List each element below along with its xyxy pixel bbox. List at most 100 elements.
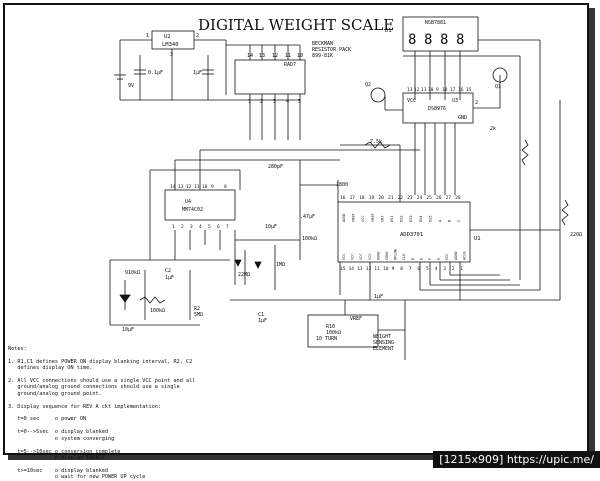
- u1-pin-label: VREF: [371, 213, 375, 222]
- u4-pin: 12: [186, 184, 192, 190]
- u1-pin: 27: [446, 195, 452, 201]
- u1-pin: 18: [359, 195, 365, 201]
- sensing-line2: SENSING: [373, 340, 394, 346]
- cap-280pf: 280pF: [268, 164, 283, 170]
- u1-pin-label: VREF: [352, 213, 356, 222]
- r-1m: 1MΩ: [276, 262, 285, 268]
- cap-10uf-a: 10µF: [265, 224, 277, 230]
- u1-pin-label: B: [448, 220, 452, 222]
- u1-pin: 3: [443, 266, 446, 272]
- u1-pin-label: DS1: [390, 216, 394, 223]
- u4-pin: 11: [194, 184, 200, 190]
- pack-pin: 12: [272, 53, 278, 59]
- u1-pin-label: AGND: [454, 251, 458, 260]
- u4-box: [164, 189, 236, 221]
- u1-pin: 4: [435, 266, 438, 272]
- r-2k: 2k: [490, 126, 496, 132]
- u1-pin-label: VCC: [342, 254, 346, 261]
- u1-pin: 23: [407, 195, 413, 201]
- u1-pin-label: A: [438, 219, 442, 222]
- u1-pin: 1: [460, 266, 463, 272]
- resistor-pack-box: [234, 59, 306, 95]
- pack-pin: 1: [248, 99, 251, 105]
- u1-pin: 24: [417, 195, 423, 201]
- cap-0.1uf: 0.1µF: [148, 70, 163, 76]
- q1-label: Q1: [495, 84, 501, 90]
- schematic: DIGITAL WEIGHT SCALE U2 LM340 1 3 2 9V 0…: [109, 16, 582, 360]
- r-220: 220Ω: [570, 232, 582, 238]
- u1-part: ADD3701: [400, 232, 423, 238]
- u1-pin: 8: [400, 266, 403, 272]
- u3-pin: 15: [466, 87, 472, 93]
- u1-pin-label: D: [411, 258, 415, 260]
- u3-pin: 13: [407, 87, 413, 93]
- u3-part: DS8976: [428, 106, 446, 112]
- u1-pin-label: VCC: [445, 254, 449, 261]
- u2-part: LM340: [162, 42, 179, 48]
- u1-pin: 13: [357, 266, 363, 272]
- u2-pin-2: 2: [196, 33, 199, 39]
- u2-pin-3: 3: [170, 52, 173, 58]
- u1-ref: U1: [474, 236, 481, 242]
- notes-text: Notes: 1. R1,C1 defines POWER ON display…: [8, 346, 196, 481]
- u1-pin-label: AGND: [342, 213, 346, 222]
- u3-pin: 17: [450, 87, 456, 93]
- frame-shadow-bottom: [8, 455, 595, 460]
- pack-pin: 14: [247, 53, 253, 59]
- display-digit: 8: [424, 32, 432, 48]
- r-22m: 22MΩ: [238, 272, 250, 278]
- u3-pin: 11: [421, 87, 427, 93]
- u1-pin-label: ACLK: [462, 251, 466, 260]
- u3-pin-2: 2: [475, 100, 478, 106]
- u3-pin: 12: [414, 87, 420, 93]
- u4-pin: 9: [211, 184, 214, 190]
- u4-pin: 3: [190, 224, 193, 230]
- u4-pin: 4: [199, 224, 202, 230]
- pack-pin: 4: [286, 99, 289, 105]
- pack-line1: BECKMAN: [312, 41, 333, 47]
- u1-pin-label: VCC: [359, 254, 363, 261]
- cap-10uf-b: 10µF: [122, 327, 134, 333]
- r-1800: 1800: [336, 182, 348, 188]
- u4-pin: 6: [217, 224, 220, 230]
- diagram-frame: [3, 3, 589, 455]
- u4-pin: 7: [226, 224, 229, 230]
- r-7.5k: 7.5k: [370, 139, 382, 145]
- u3-pin: 10: [428, 87, 434, 93]
- u4-pin: 2: [181, 224, 184, 230]
- cap-1uf-b: 1µF: [374, 294, 383, 300]
- u1-pin-label: DS5: [428, 216, 432, 223]
- r2-val: 5MΩ: [194, 312, 203, 318]
- u1-pin: 22: [398, 195, 404, 201]
- sensing-box: [307, 314, 379, 348]
- u1-pin: 12: [366, 266, 372, 272]
- pack-pin: 13: [259, 53, 265, 59]
- u1-pin-label: CNT: [380, 215, 384, 222]
- pack-line2: RESISTOR PACK: [312, 47, 351, 53]
- u1-pin-label: F: [428, 258, 432, 260]
- u1-pin-label: E: [419, 258, 423, 260]
- u4-part: MM74C02: [182, 207, 203, 213]
- cap-0.47uf: .47µF: [300, 214, 315, 220]
- u1-pin-label: DS3: [409, 216, 413, 223]
- image-caption: [1215x909] https://upic.me/: [433, 451, 600, 468]
- u1-pin: 19: [369, 195, 375, 201]
- u3-gnd: GND: [458, 115, 467, 121]
- sensing-line3: ELEMENT: [373, 346, 394, 352]
- pack-pin: 5: [298, 99, 301, 105]
- u1-pin-label: C: [457, 220, 461, 222]
- r2-ref: R2: [194, 306, 200, 312]
- u3-vcc: VCC: [407, 98, 416, 104]
- q1-transistor: [492, 67, 508, 83]
- r-100k-a: 100kΩ: [302, 236, 317, 242]
- u1-pin-label: VCC: [368, 254, 372, 261]
- u1-pin: 26: [436, 195, 442, 201]
- u1-pin: 14: [349, 266, 355, 272]
- display-digit: 8: [440, 32, 448, 48]
- pack-pin: 10: [297, 53, 303, 59]
- q2-transistor: [370, 87, 386, 103]
- u1-pin: 6: [417, 266, 420, 272]
- c2-val: 1µF: [165, 275, 174, 281]
- frame-shadow-right: [589, 8, 595, 458]
- u3-pin: 18: [442, 87, 448, 93]
